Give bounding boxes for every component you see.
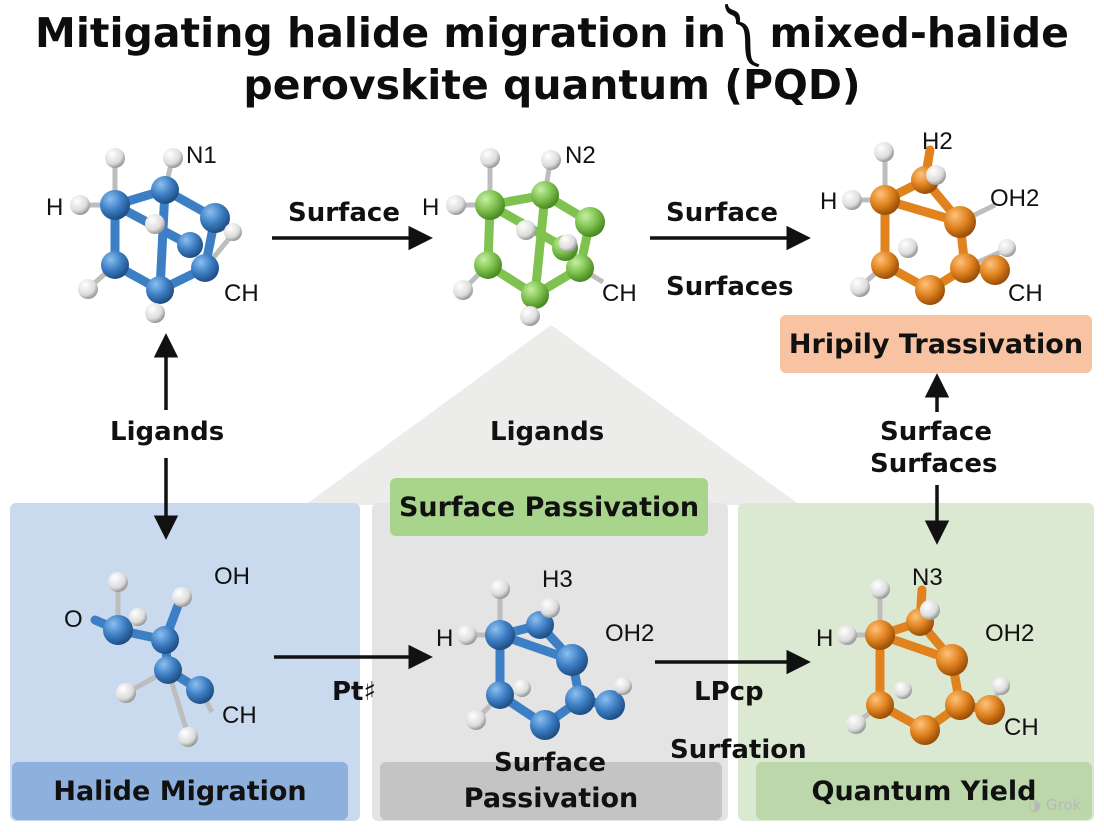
atom-label-ch: CH bbox=[222, 702, 257, 729]
badge-halide-migration: Halide Migration bbox=[12, 762, 348, 820]
molecule-bottom-right bbox=[837, 579, 1010, 745]
panel-left bbox=[10, 503, 360, 821]
watermark-icon: ◑ bbox=[1028, 796, 1042, 814]
atom-label-h: H bbox=[816, 625, 834, 652]
atom-label-oh: OH bbox=[214, 563, 250, 590]
arrow-sublabel-top-2: Surfaces bbox=[666, 272, 794, 302]
badge-surface-passivation: Surface Passivation bbox=[390, 478, 708, 536]
arrow-label-top-2: Surface bbox=[666, 198, 778, 228]
watermark: ◑ Grok bbox=[1028, 796, 1081, 814]
atom-label-oh2: OH2 bbox=[990, 185, 1040, 212]
atom-label-h: H bbox=[46, 194, 64, 221]
panel-middle bbox=[372, 503, 728, 821]
atom-label-h2: H2 bbox=[922, 128, 953, 155]
arrow-label-top-1: Surface bbox=[288, 198, 400, 228]
atom-label-n1: N1 bbox=[186, 142, 217, 169]
watermark-label: Grok bbox=[1045, 796, 1082, 814]
molecule-top-middle bbox=[446, 148, 605, 326]
badge-quantum-yield: Quantum Yield bbox=[756, 762, 1092, 820]
atom-label-oh2: OH2 bbox=[985, 620, 1035, 647]
badge-passivation-right: Hripily Trassivation bbox=[780, 315, 1092, 373]
arrow-label-right-vertical-1: Surface bbox=[880, 417, 992, 447]
atom-label-n3: N3 bbox=[912, 564, 943, 591]
panel-right bbox=[738, 503, 1094, 821]
atom-label-o: O bbox=[64, 606, 83, 633]
atom-label-n2: N2 bbox=[565, 142, 596, 169]
center-label-ligands: Ligands bbox=[490, 417, 605, 447]
molecule-bottom-left bbox=[90, 572, 215, 747]
atom-label-ch: CH bbox=[1008, 280, 1043, 307]
title-line-1: Mitigating halide migration in༽ mixed-ha… bbox=[35, 9, 1069, 57]
badge-surface-passivation-bottom: Passivation bbox=[380, 762, 722, 820]
arrow-label-right-vertical-2: Surfaces bbox=[870, 449, 998, 479]
atom-label-ch: CH bbox=[1004, 714, 1039, 741]
arrow-label-left-vertical: Ligands bbox=[110, 417, 225, 447]
arrow-label-bottom-2: LPcp bbox=[694, 677, 764, 707]
atom-label-h: H bbox=[436, 625, 454, 652]
atom-label-oh2: OH2 bbox=[605, 620, 655, 647]
atom-label-ch: CH bbox=[224, 280, 259, 307]
center-triangle-backdrop bbox=[305, 325, 800, 505]
molecule-top-left bbox=[70, 148, 242, 323]
atom-label-h: H bbox=[820, 188, 838, 215]
molecule-bottom-middle bbox=[457, 579, 632, 740]
atom-label-h3: H3 bbox=[542, 566, 573, 593]
arrow-sublabel-bottom-2: Surfation bbox=[670, 735, 807, 765]
atom-label-h: H bbox=[422, 194, 440, 221]
arrow-label-bottom-1: Pt♯ bbox=[332, 677, 377, 707]
badge-surface-passivation-bottom-line1: Surface bbox=[494, 748, 606, 778]
molecule-top-right bbox=[842, 142, 1016, 305]
title-line-2: perovskite quantum (PQD) bbox=[243, 61, 861, 109]
atom-label-ch: CH bbox=[602, 280, 637, 307]
